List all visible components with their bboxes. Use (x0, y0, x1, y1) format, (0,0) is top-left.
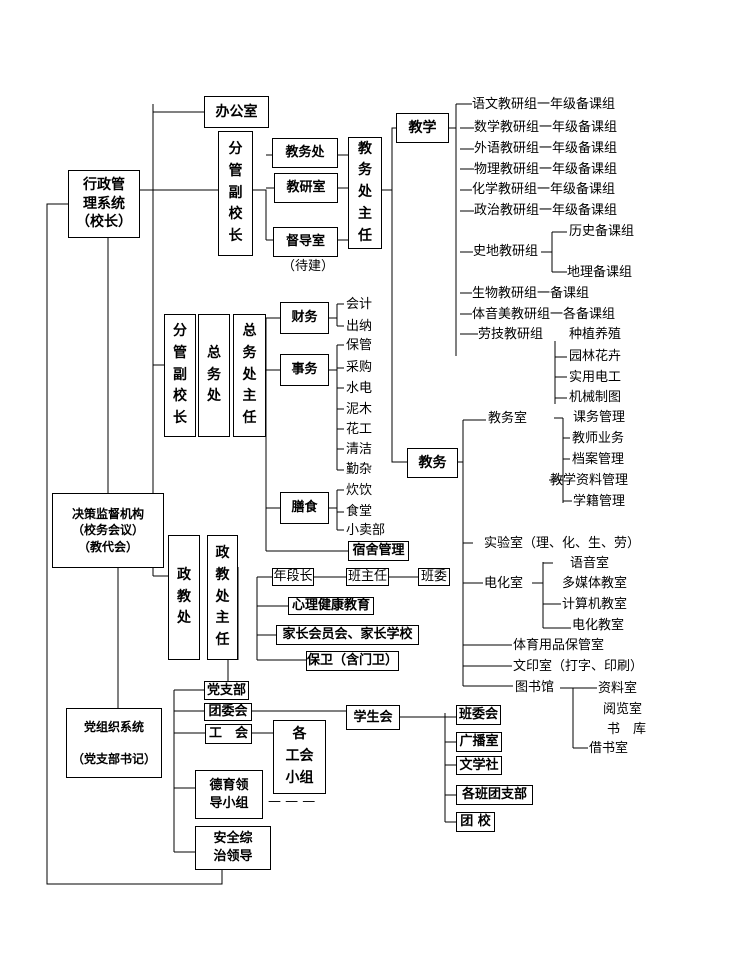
class-teacher-box: 班主任 (346, 568, 389, 586)
av-item: 语音室 (570, 556, 610, 571)
vp-teaching-box: 分 管 副 校 长 (218, 131, 253, 256)
director-political-box: 政 教 处 主 任 (207, 535, 238, 660)
teaching-group: 物理教研组一年级备课组 (474, 162, 618, 177)
labor-group: 劳技教研组 (478, 327, 544, 342)
food-item: 食堂 (346, 504, 373, 519)
food-box: 膳食 (280, 492, 329, 524)
affairs-item: 保管 (346, 338, 373, 353)
affairs-item: 清洁 (346, 442, 373, 457)
labor-item: 园林花卉 (569, 349, 622, 364)
affairs-item: 勤杂 (346, 462, 373, 477)
director-general-box: 总 务 处 主 任 (233, 314, 266, 437)
print-room-label: 文印室（打字、印刷） (513, 659, 644, 674)
party-system-box: 党组织系统 （党支部书记） (66, 708, 162, 778)
literature-box: 文学社 (456, 756, 502, 775)
sports-store-label: 体育用品保管室 (513, 638, 605, 653)
union-groups-box: 各 工会 小组 (273, 720, 326, 794)
admin-system-box: 行政管 理系统 （校长） (68, 170, 140, 238)
labor-item: 机械制图 (569, 390, 622, 405)
affairs-room: 教务室 (488, 411, 528, 426)
security-box: 保卫（含门卫） (306, 651, 399, 671)
av-item: 电化教室 (572, 618, 625, 633)
library-item: 资料室 (598, 681, 638, 696)
food-item: 小卖部 (346, 523, 386, 538)
food-item: 炊饮 (346, 483, 373, 498)
affairs-room-item: 档案管理 (572, 452, 625, 467)
lab-label: 实验室（理、化、生、劳） (484, 536, 641, 551)
psych-box: 心理健康教育 (288, 597, 374, 615)
radio-box: 广播室 (456, 732, 502, 752)
affairs-room-item: 课务管理 (573, 410, 626, 425)
bio-group: 生物教研组一备课组 (472, 286, 590, 301)
class-committee-box: 班委 (418, 568, 450, 586)
av-item: 计算机教室 (562, 597, 628, 612)
teaching-group: 外语教研组一年级备课组 (474, 141, 618, 156)
library-item: 借书室 (589, 741, 629, 756)
pending-label: （待建） (282, 259, 335, 274)
teaching-group: 化学教研组一年级备课组 (472, 182, 616, 197)
affairs-room-item: 学籍管理 (573, 494, 626, 509)
jiaoxue-box: 教学 (396, 113, 449, 143)
history-geo-group: 史地教研组 (473, 244, 539, 259)
jiaowu-box: 教务 (407, 448, 458, 478)
library-label: 图书馆 (515, 680, 555, 695)
teaching-group: 语文教研组一年级备课组 (472, 97, 616, 112)
library-item: 书 库 (607, 722, 647, 737)
safety-group-box: 安全综 治领导 (195, 826, 271, 870)
teaching-group: 数学教研组一年级备课组 (474, 120, 618, 135)
finance-item: 会计 (346, 297, 373, 312)
union-box: 工 会 (205, 724, 252, 744)
av-label: 电化室 (484, 576, 524, 591)
affairs-item: 采购 (346, 360, 373, 375)
labor-item: 实用电工 (569, 370, 622, 385)
affairs-item: 水电 (346, 381, 373, 396)
general-affairs-box: 总 务 处 (198, 314, 230, 437)
dash-line: — — — (268, 794, 316, 809)
decision-body-box: 决策监督机构 （校务会议） （教代会） (52, 493, 164, 568)
class-branches-box: 各班团支部 (456, 785, 533, 805)
affairs-item: 花工 (346, 422, 373, 437)
office-box: 办公室 (204, 96, 269, 128)
parents-box: 家长会员会、家长学校 (276, 625, 419, 645)
affairs-box: 事务 (280, 354, 329, 386)
library-item: 阅览室 (603, 702, 643, 717)
affairs-item: 泥木 (346, 402, 373, 417)
dorm-box: 宿舍管理 (348, 541, 409, 561)
grade-head-box: 年段长 (272, 568, 314, 586)
class-committees-box: 班委会 (456, 705, 501, 725)
moral-group-box: 德育领 导小组 (195, 770, 263, 819)
finance-item: 出纳 (346, 319, 373, 334)
geo-sub-group: 地理备课组 (567, 265, 633, 280)
jiaowuchu-box: 教务处 (272, 138, 338, 168)
av-item: 多媒体教室 (562, 576, 628, 591)
labor-item: 种植养殖 (569, 327, 622, 342)
pe-music-group: 体音美教研组一各备课组 (472, 307, 616, 322)
student-union-box: 学生会 (346, 705, 400, 730)
finance-box: 财务 (280, 302, 329, 334)
duodaoshi-box: 督导室 (273, 227, 338, 257)
affairs-room-item: 教师业务 (572, 431, 625, 446)
party-branch-box: 党支部 (204, 681, 249, 700)
history-sub-group: 历史备课组 (569, 224, 635, 239)
affairs-room-item: 教学资料管理 (550, 473, 629, 488)
youth-league-box: 团委会 (204, 703, 252, 721)
director-teaching-box: 教 务 处 主 任 (348, 137, 382, 249)
school-paper-box: 团 校 (456, 812, 495, 832)
vp-general-box: 分 管 副 校 长 (164, 314, 196, 437)
teaching-group: 政治教研组一年级备课组 (474, 203, 618, 218)
jiaoyanshi-box: 教研室 (274, 173, 338, 203)
political-office-box: 政 教 处 (168, 535, 200, 660)
